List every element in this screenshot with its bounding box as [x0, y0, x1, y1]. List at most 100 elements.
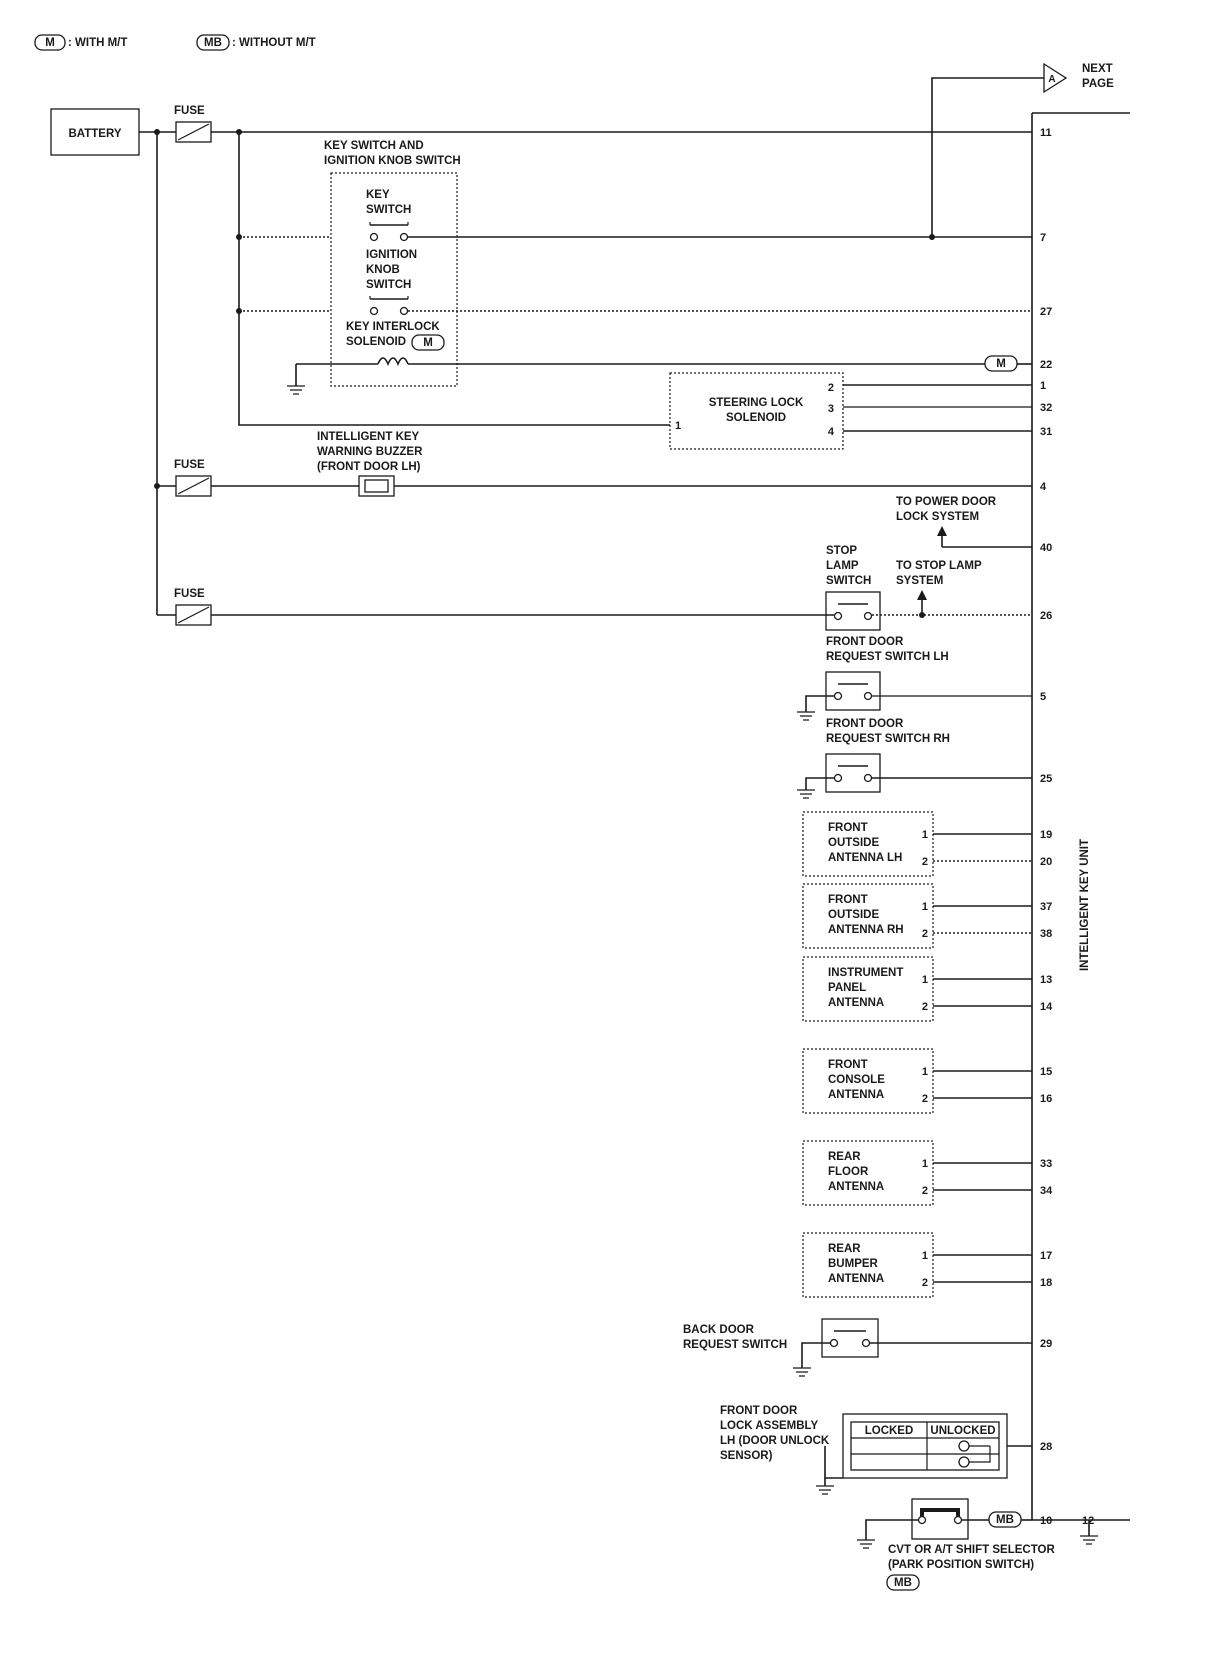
antenna-label: ANTENNA [828, 1089, 884, 1101]
pin22-tag: M [996, 358, 1006, 370]
warning-buzzer: INTELLIGENT KEY WARNING BUZZER (FRONT DO… [317, 431, 423, 497]
unit-pin-numbers: 11 7 27 22 1 32 31 4 40 26 5 25 29 28 10… [1040, 127, 1094, 1527]
svg-text:SOLENOID: SOLENOID [726, 412, 786, 424]
key-switch-assembly: KEY SWITCH AND IGNITION KNOB SWITCH KEY … [324, 140, 461, 387]
legend-m-text: : WITH M/T [68, 37, 127, 49]
svg-text:KEY: KEY [366, 189, 390, 201]
svg-text:REQUEST SWITCH RH: REQUEST SWITCH RH [826, 733, 950, 745]
antenna-pin: 2 [922, 1277, 928, 1289]
antenna-label: ANTENNA [828, 1181, 884, 1193]
antenna-pin: 1 [922, 901, 928, 913]
stop-lamp-switch: STOP LAMP SWITCH [825, 545, 881, 631]
svg-text:SWITCH: SWITCH [826, 575, 871, 587]
battery: BATTERY [50, 108, 140, 156]
svg-text:IGNITION: IGNITION [366, 249, 417, 261]
svg-text:FUSE: FUSE [174, 459, 205, 471]
fuse-3: FUSE [174, 588, 212, 626]
antenna-label: OUTSIDE [828, 837, 879, 849]
svg-text:12: 12 [1082, 1515, 1094, 1527]
svg-text:LOCKED: LOCKED [865, 1425, 914, 1437]
svg-text:LAMP: LAMP [826, 560, 859, 572]
front-door-lock-assembly: FRONT DOOR LOCK ASSEMBLY LH (DOOR UNLOCK… [720, 1405, 1008, 1495]
antenna-pin: 1 [922, 829, 928, 841]
svg-text:7: 7 [1040, 232, 1046, 244]
antenna-pin: 2 [922, 1093, 928, 1105]
svg-text:M: M [423, 337, 433, 349]
key-switch-group-line1: KEY SWITCH AND [324, 140, 424, 152]
unit-pin: 20 [1040, 856, 1052, 868]
next-page-tag: A [1048, 74, 1055, 85]
unit-pin: 19 [1040, 829, 1052, 841]
antenna-pin: 2 [922, 1001, 928, 1013]
steering-lock-solenoid: STEERING LOCK SOLENOID 2 3 4 1 [669, 372, 844, 450]
next-page-connector: A NEXT PAGE [931, 62, 1114, 237]
svg-text:CVT OR A/T SHIFT SELECTOR: CVT OR A/T SHIFT SELECTOR [888, 1544, 1055, 1556]
svg-text:REQUEST SWITCH LH: REQUEST SWITCH LH [826, 651, 949, 663]
svg-text:KEY INTERLOCK: KEY INTERLOCK [346, 321, 440, 333]
next-page-line2: PAGE [1082, 78, 1114, 90]
svg-text:MB: MB [996, 1514, 1014, 1526]
svg-text:3: 3 [828, 403, 834, 415]
svg-text:1: 1 [675, 420, 681, 432]
svg-text:UNLOCKED: UNLOCKED [930, 1425, 995, 1437]
svg-text:LOCK SYSTEM: LOCK SYSTEM [896, 511, 979, 523]
svg-text:2: 2 [828, 382, 834, 394]
antenna-label: FRONT [828, 822, 868, 834]
unit-pin: 13 [1040, 974, 1052, 986]
svg-text:STOP: STOP [826, 545, 857, 557]
antenna-pin: 1 [922, 1250, 928, 1262]
svg-text:10: 10 [1040, 1515, 1052, 1527]
antenna-box [802, 1140, 934, 1206]
svg-text:FRONT DOOR: FRONT DOOR [826, 636, 904, 648]
antenna-pin: 1 [922, 1158, 928, 1170]
antenna-label: BUMPER [828, 1258, 879, 1270]
svg-text:KNOB: KNOB [366, 264, 400, 276]
antenna-label: FRONT [828, 894, 868, 906]
front-door-request-switch-lh: FRONT DOOR REQUEST SWITCH LH [797, 636, 949, 721]
legend: M : WITH M/T MB : WITHOUT M/T [34, 34, 316, 51]
fuse-1: FUSE [174, 105, 212, 143]
svg-text:SWITCH: SWITCH [366, 279, 411, 291]
antenna-label: FRONT [828, 1059, 868, 1071]
svg-text:FRONT DOOR: FRONT DOOR [826, 718, 904, 730]
svg-text:SENSOR): SENSOR) [720, 1450, 773, 1462]
antenna-label: REAR [828, 1151, 861, 1163]
svg-text:REQUEST SWITCH: REQUEST SWITCH [683, 1339, 787, 1351]
antenna-label: ANTENNA RH [828, 924, 904, 936]
svg-text:5: 5 [1040, 691, 1046, 703]
svg-text:INTELLIGENT KEY: INTELLIGENT KEY [317, 431, 420, 443]
svg-text:LH (DOOR UNLOCK: LH (DOOR UNLOCK [720, 1435, 830, 1447]
legend-mb-tag: MB [204, 37, 222, 49]
svg-text:(FRONT DOOR LH): (FRONT DOOR LH) [317, 461, 421, 473]
unit-pin: 33 [1040, 1158, 1052, 1170]
svg-text:29: 29 [1040, 1338, 1052, 1350]
unit-label: INTELLIGENT KEY UNIT [1079, 839, 1091, 971]
svg-text:25: 25 [1040, 773, 1052, 785]
svg-text:SWITCH: SWITCH [366, 204, 411, 216]
cvt-shift-selector: MB CVT OR A/T SHIFT SELECTOR (PARK POSIT… [857, 1498, 1055, 1591]
antenna-box [802, 1048, 934, 1114]
svg-text:WARNING BUZZER: WARNING BUZZER [317, 446, 423, 458]
svg-text:26: 26 [1040, 610, 1052, 622]
antenna-label: INSTRUMENT [828, 967, 903, 979]
svg-text:FUSE: FUSE [174, 105, 205, 117]
antenna-pin: 2 [922, 856, 928, 868]
antenna-pin: 2 [922, 928, 928, 940]
antenna-pin: 1 [922, 1066, 928, 1078]
svg-text:FRONT DOOR: FRONT DOOR [720, 1405, 798, 1417]
svg-text:11: 11 [1040, 127, 1052, 139]
svg-text:TO POWER DOOR: TO POWER DOOR [896, 496, 997, 508]
battery-label: BATTERY [68, 128, 121, 140]
svg-text:1: 1 [1040, 380, 1046, 392]
svg-text:SYSTEM: SYSTEM [896, 575, 943, 587]
svg-text:31: 31 [1040, 426, 1052, 438]
svg-text:MB: MB [894, 1577, 912, 1589]
to-stop-lamp: TO STOP LAMP SYSTEM [896, 560, 982, 618]
antenna-label: OUTSIDE [828, 909, 879, 921]
legend-mb-text: : WITHOUT M/T [232, 37, 316, 49]
